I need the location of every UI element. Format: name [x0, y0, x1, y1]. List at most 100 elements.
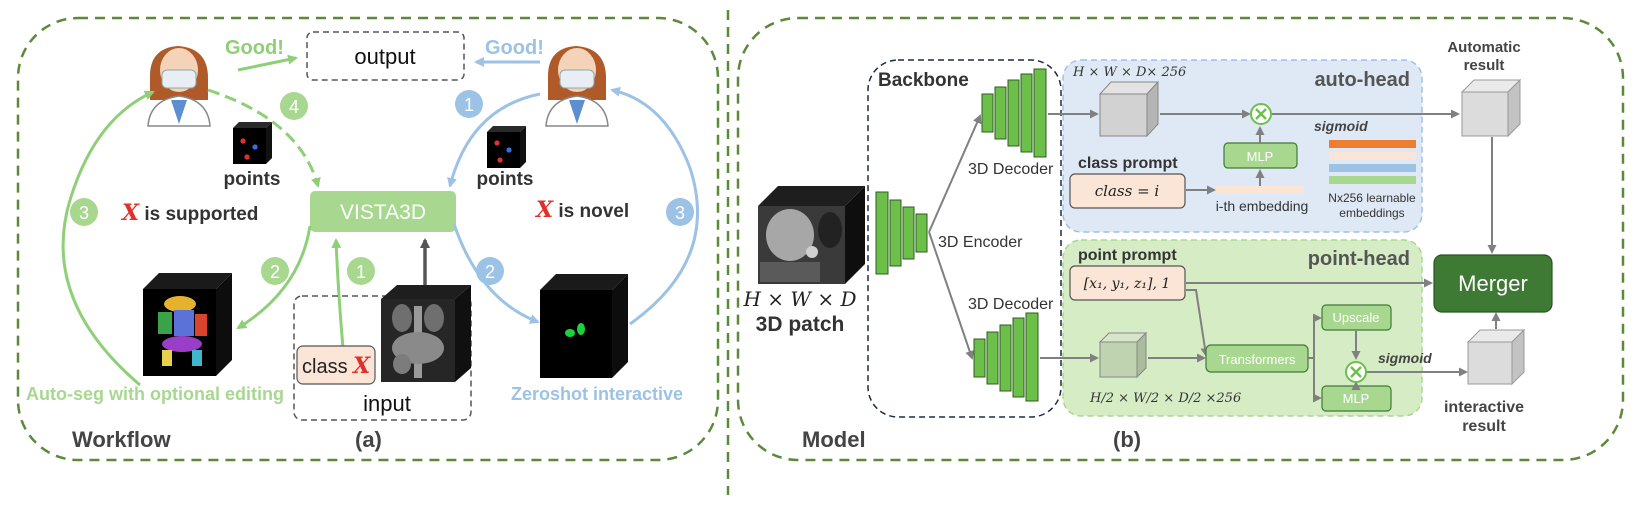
merger-label: Merger [1458, 271, 1528, 296]
autoseg-volume [143, 273, 232, 376]
points-label-right: points [477, 169, 534, 190]
x-symbol-left: X [120, 200, 140, 226]
step-circle-left-up: 1 [347, 257, 375, 285]
feature-dims: H × W × D× 256 [1072, 65, 1186, 80]
feature-cube-bottom [1098, 331, 1148, 379]
multiply-icon-bottom [1345, 361, 1367, 383]
encoder-label: 3D Encoder [938, 234, 1023, 251]
workflow-panel-border [16, 16, 720, 462]
point-prompt-value: [x₁, y₁, z₁], 1 [1084, 276, 1171, 292]
points-cube-right [487, 126, 526, 168]
backbone-box [867, 59, 1062, 418]
svg-text:1: 1 [464, 95, 474, 115]
learnable-line1: Nx256 learnable [1328, 191, 1416, 205]
upscale-label: Upscale [1333, 310, 1380, 325]
loop-arrow-right-down [452, 223, 540, 324]
supported-statement: X is supported [120, 200, 258, 226]
svg-text:3: 3 [79, 203, 89, 223]
encoder-to-decoder-top [928, 114, 982, 233]
x-symbol-input: X [351, 353, 371, 379]
half-dims: H/2 × W/2 × D/2 ×256 [1089, 391, 1241, 406]
automatic-result-cube [1460, 78, 1522, 138]
class-x-label: class X [302, 353, 371, 379]
good-label-right: Good! [485, 37, 544, 59]
step-circle-left-down: 2 [261, 257, 289, 285]
step-circle-left-top: 4 [280, 92, 308, 120]
step-circle-left-side: 3 [70, 198, 98, 226]
sigmoid-top: sigmoid [1314, 118, 1368, 134]
input-box [293, 295, 472, 421]
novel-statement: X is novel [534, 197, 629, 223]
doctor-icon-right [545, 46, 609, 127]
novel-text: is novel [553, 201, 629, 222]
learnable-embedding-bars [1329, 140, 1416, 184]
encoder-blocks [875, 191, 928, 275]
class-x-box [296, 345, 376, 385]
svg-text:1: 1 [356, 262, 366, 282]
multiply-icon-top [1250, 103, 1272, 125]
vista3d-label: VISTA3D [340, 201, 426, 224]
encoder-to-decoder-bottom [928, 231, 974, 360]
class-to-vista-arrow [331, 238, 345, 349]
class-prompt-box [1069, 173, 1186, 209]
vista3d-box [310, 191, 456, 232]
embedding-bar [1216, 186, 1304, 194]
loop-arrow-right-up [610, 86, 699, 326]
step-circle-right-side: 3 [666, 198, 694, 226]
input-label: input [363, 391, 411, 416]
patch-label: 3D patch [756, 313, 845, 336]
transformers-to-mlp [1308, 357, 1322, 403]
loop-arrow-left-up [61, 90, 155, 387]
loop-arrow-left-dashed [207, 88, 321, 188]
class-prompt-value: class = i [1095, 182, 1160, 200]
automatic-result-line2: result [1464, 57, 1505, 74]
ct-volume-input [381, 285, 471, 382]
automatic-result-line1: Automatic [1447, 39, 1520, 56]
model-section-label: Model [802, 427, 866, 452]
class-prefix: class [302, 356, 353, 378]
svg-text:3: 3 [675, 203, 685, 223]
sigmoid-bottom: sigmoid [1378, 350, 1432, 366]
class-prompt-title: class prompt [1078, 155, 1178, 172]
x-symbol-right: X [534, 197, 554, 223]
decoder-top-label: 3D Decoder [968, 161, 1054, 178]
upscale-box [1321, 304, 1392, 331]
point-head-label: point-head [1308, 248, 1410, 270]
output-label: output [354, 44, 415, 69]
model-panel-border [736, 16, 1625, 462]
point-prompt-box [1069, 265, 1186, 301]
good-arrow-left [237, 54, 298, 72]
step-circle-right-down: 2 [476, 257, 504, 285]
point-prompt-title: point prompt [1078, 247, 1177, 264]
zeroshot-volume [540, 274, 628, 378]
feature-cube-top [1098, 80, 1160, 138]
supported-text: is supported [139, 204, 258, 225]
mlp-label-top: MLP [1247, 149, 1274, 164]
ct-patch-volume [758, 186, 865, 284]
embedding-label: i-th embedding [1216, 198, 1309, 214]
output-box [306, 31, 465, 81]
loop-arrow-right-left [447, 92, 541, 188]
decoder-bottom-label: 3D Decoder [968, 296, 1054, 313]
svg-text:4: 4 [289, 97, 299, 117]
panel-label-a: (a) [355, 427, 382, 452]
points-label-left: points [224, 169, 281, 190]
auto-head-label: auto-head [1314, 69, 1410, 91]
transformers-label: Transformers [1219, 352, 1296, 367]
decoder-top-blocks [981, 68, 1047, 158]
svg-text:2: 2 [270, 262, 280, 282]
learnable-line2: embeddings [1339, 206, 1404, 220]
autoseg-caption: Auto-seg with optional editing [26, 384, 284, 404]
mlp-label-bottom: MLP [1343, 391, 1370, 406]
good-label-left: Good! [225, 37, 284, 59]
panel-label-b: (b) [1113, 427, 1141, 452]
doctor-icon-left [147, 46, 211, 127]
step-circle-right-top: 1 [455, 90, 483, 118]
zeroshot-caption: Zeroshot interactive [511, 384, 683, 404]
patch-dims: H × W × D [743, 287, 857, 311]
loop-arrow-left-down [236, 225, 312, 330]
svg-text:2: 2 [485, 262, 495, 282]
workflow-section-label: Workflow [72, 427, 171, 452]
backbone-label: Backbone [878, 70, 969, 91]
